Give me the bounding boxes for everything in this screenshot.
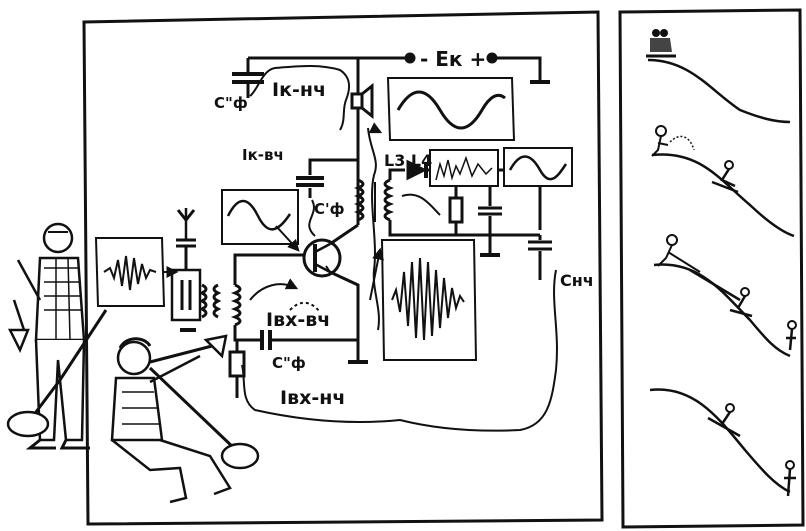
resistor-input bbox=[230, 352, 244, 376]
label-output-cap: Cнч bbox=[560, 271, 594, 290]
label-collector-hf-current: Iк-вч bbox=[242, 146, 284, 164]
label-filter-cap-mid: C'ф bbox=[314, 200, 345, 218]
label-filter-cap-bottom: C"ф bbox=[272, 354, 306, 372]
label-power-supply: - Eк + bbox=[420, 47, 486, 71]
label-collector-lf-current: Iк-нч bbox=[272, 79, 326, 101]
resistor-detector bbox=[450, 198, 462, 222]
waveform-box-am-signal bbox=[382, 240, 476, 360]
label-input-lf-current: Iвх-нч bbox=[280, 387, 345, 409]
coil-l3-l4 bbox=[358, 180, 390, 222]
waveform-box-antenna bbox=[96, 238, 164, 306]
transistor-icon bbox=[304, 240, 340, 276]
waveform-box-lf-output bbox=[388, 78, 514, 140]
label-filter-cap-top: C"ф bbox=[214, 94, 248, 112]
waveform-box-lf-filtered bbox=[504, 148, 572, 186]
label-coils: L3 L4 bbox=[384, 151, 432, 170]
waveform-box-detector bbox=[430, 150, 498, 186]
sled-analogy-board bbox=[620, 10, 803, 527]
label-input-hf-current: Iвх-вч bbox=[266, 309, 330, 331]
waveform-box-base bbox=[222, 190, 298, 244]
